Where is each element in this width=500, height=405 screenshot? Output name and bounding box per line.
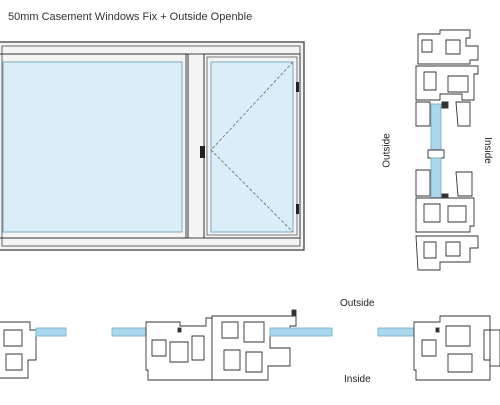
fixed-pane-frame	[0, 53, 189, 239]
horizontal-section-left	[0, 321, 67, 379]
hinge-icon	[296, 82, 299, 92]
diagram-title: 50mm Casement Windows Fix + Outside Open…	[8, 11, 253, 23]
horizontal-section-mullion	[111, 317, 213, 381]
opening-direction-lines	[210, 61, 294, 233]
hinge-icon	[296, 204, 299, 214]
fixed-pane-glass	[2, 61, 183, 233]
vertical-section-profile	[415, 29, 479, 271]
opening-sash-glass	[210, 61, 294, 233]
handle-icon	[200, 146, 205, 158]
horizontal-section-sash	[211, 309, 333, 381]
horizontal-section-right	[377, 315, 500, 381]
opening-sash-inner	[206, 56, 298, 236]
vertical-section-outside-label: Outside	[381, 133, 393, 168]
horizontal-section-outside-label: Outside	[340, 298, 375, 309]
window-elevation	[0, 41, 305, 251]
vertical-section-inside-label: Inside	[481, 137, 493, 164]
horizontal-section-inside-label: Inside	[344, 374, 371, 385]
